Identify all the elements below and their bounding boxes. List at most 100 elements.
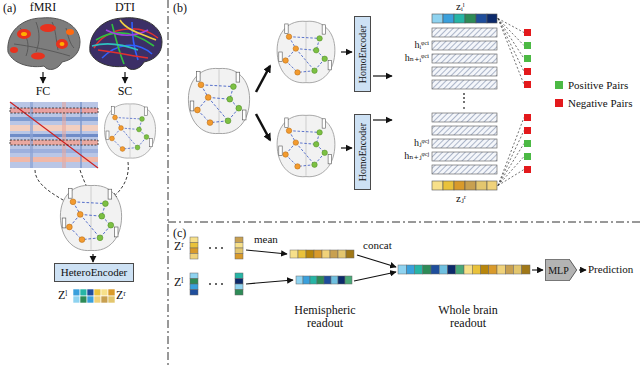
illustration-part: [472, 265, 480, 274]
legend: Positive PairsNegative Pairs: [555, 76, 632, 112]
illustration-part: [246, 280, 293, 284]
embedding-symbol: hₙ₊ⱼᵠᶜʲ: [404, 150, 429, 161]
illustration-part: [112, 162, 128, 198]
illustration-part: [190, 279, 198, 285]
illustration-part: [481, 265, 489, 274]
legend-text: Positive Pairs: [568, 79, 628, 91]
illustration-part: [60, 185, 121, 250]
illustration-part: [415, 265, 423, 274]
illustration-part: [10, 102, 98, 168]
encoder-box: HomoEncoder: [354, 114, 371, 190]
illustration-part: [443, 181, 454, 190]
illustration-part: [235, 273, 243, 279]
illustration-part: [10, 140, 98, 145]
illustration-part: [317, 276, 324, 284]
illustration-part: [463, 107, 465, 109]
illustration-part: [314, 250, 322, 258]
illustration-part: [277, 21, 335, 83]
illustration-part: [498, 170, 524, 186]
illustration-part: [498, 19, 524, 72]
illustration-part: [98, 50, 148, 58]
illustration-part: [431, 265, 439, 274]
illustration-part: [498, 118, 524, 186]
illustration-part: [190, 254, 198, 260]
illustration-part: [310, 276, 317, 284]
illustration-part: [94, 296, 101, 303]
illustration-part: [101, 289, 108, 296]
illustration-part: [215, 283, 217, 285]
operation-label: concat: [363, 239, 392, 251]
embedding-symbol: hⱼᵠᶜʲ: [414, 137, 429, 148]
illustration-part: [524, 42, 531, 49]
illustration-part: [168, 222, 640, 223]
illustration-part: [331, 276, 338, 284]
panel-tag: (b): [173, 2, 187, 15]
illustration-part: [30, 102, 33, 168]
illustration-part: [524, 140, 531, 147]
illustration-part: [87, 289, 94, 296]
illustration-part: [10, 149, 98, 153]
illustration-part: [94, 289, 101, 296]
illustration-part: [221, 283, 223, 285]
illustration-part: [101, 296, 108, 303]
panel-tag: (a): [3, 2, 16, 15]
illustration-part: [324, 276, 331, 284]
illustration-part: [463, 93, 465, 103]
output-label: Prediction: [588, 263, 633, 275]
illustration-part: [190, 243, 198, 249]
illustration-part: [298, 250, 306, 258]
illustration-part: [92, 254, 93, 262]
illustration-part: [35, 170, 68, 203]
illustration-part: [341, 51, 352, 52]
illustration-part: [432, 113, 497, 190]
illustration-part: [290, 250, 354, 284]
mlp-box: MLP: [545, 259, 577, 281]
illustration-part: [235, 243, 243, 249]
illustration-part: [432, 28, 497, 37]
matrix-symbol: Zʳ: [174, 240, 184, 253]
illustration-part: [476, 181, 487, 190]
illustration-part: [463, 107, 465, 109]
illustration-part: [209, 247, 211, 249]
illustration-part: [73, 289, 115, 303]
illustration-part: [357, 255, 396, 267]
legend-entry: Positive Pairs: [555, 76, 632, 94]
panel-tag: (c): [173, 227, 186, 240]
mlp-label: MLP: [548, 265, 569, 276]
illustration-part: [92, 20, 158, 64]
legend-swatch: [555, 99, 563, 107]
illustration-part: [296, 276, 303, 284]
illustration-part: [8, 18, 80, 70]
illustration-part: [132, 22, 138, 60]
connector-arrow: [42, 72, 43, 83]
illustration-part: [60, 42, 65, 46]
illustration-part: [87, 296, 94, 303]
illustration-part: [10, 102, 98, 168]
illustration-part: [524, 29, 531, 36]
readout-label: Hemispheric readout: [285, 304, 365, 330]
illustration-part: [10, 117, 98, 121]
illustration-part: [190, 284, 198, 290]
legend-swatch: [555, 81, 563, 89]
illustration-part: [463, 93, 465, 95]
illustration-part: [432, 80, 497, 89]
illustration-part: [524, 114, 531, 121]
illustration-part: [498, 19, 524, 46]
illustration-part: [514, 265, 522, 274]
illustration-part: [190, 248, 198, 254]
illustration-part: [463, 97, 465, 99]
illustration-part: [432, 41, 497, 50]
illustration-part: [498, 19, 524, 33]
encoder-label: HomoEncoder: [357, 123, 368, 181]
illustration-part: [498, 118, 524, 186]
illustration-part: [406, 265, 414, 274]
illustration-part: [398, 265, 530, 274]
illustration-part: [532, 269, 543, 270]
illustration-part: [56, 39, 68, 49]
illustration-part: [14, 22, 74, 56]
legend-text: Negative Pairs: [568, 97, 632, 109]
illustration-part: [105, 104, 156, 158]
illustration-part: [190, 273, 198, 279]
illustration-part: [235, 248, 243, 254]
